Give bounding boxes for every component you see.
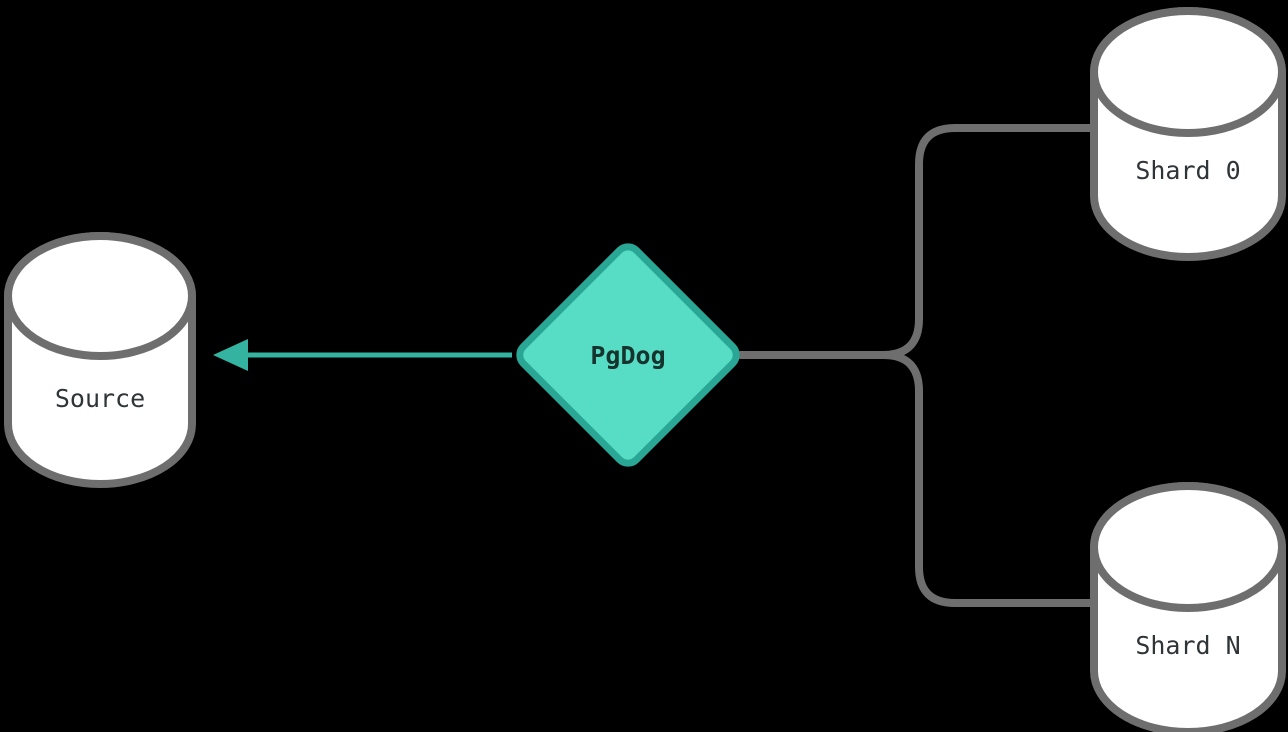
node-shard0: Shard 0: [1090, 7, 1286, 261]
database-cylinder-rim-icon: [4, 232, 196, 360]
database-cylinder-rim-icon: [1090, 7, 1286, 137]
source-label: Source: [55, 384, 145, 413]
arrowhead-left-icon: [213, 339, 248, 371]
shardN-label: Shard N: [1135, 631, 1240, 660]
node-shardN: Shard N: [1090, 482, 1286, 732]
database-cylinder-rim-icon: [1090, 482, 1286, 612]
connector-pgdog-shardN: [737, 351, 1096, 607]
shard0-label: Shard 0: [1135, 156, 1240, 185]
node-pgdog: PgDog: [516, 243, 740, 467]
pgdog-label: PgDog: [590, 341, 665, 370]
node-source: Source: [4, 232, 196, 488]
connector-pgdog-shard0: [737, 124, 1096, 359]
decision-diamond-icon: [516, 243, 740, 467]
